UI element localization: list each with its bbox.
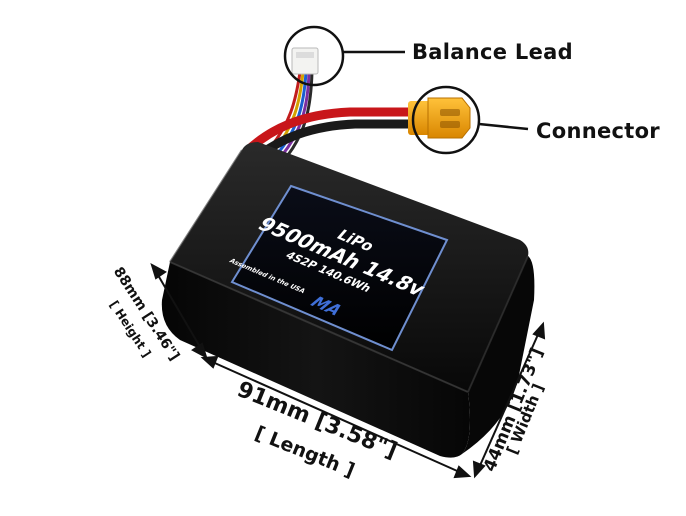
balance-lead-callout-circle (283, 25, 345, 87)
connector-label: Connector (536, 119, 660, 143)
connector-callout-line (478, 122, 529, 131)
width-dimension-arrow (472, 321, 546, 479)
balance-lead-label: Balance Lead (412, 40, 573, 64)
balance-connector (291, 47, 319, 75)
length-dimension-arrow (200, 355, 472, 479)
height-dimension-arrow (150, 262, 208, 360)
connector-callout-circle (411, 85, 481, 155)
